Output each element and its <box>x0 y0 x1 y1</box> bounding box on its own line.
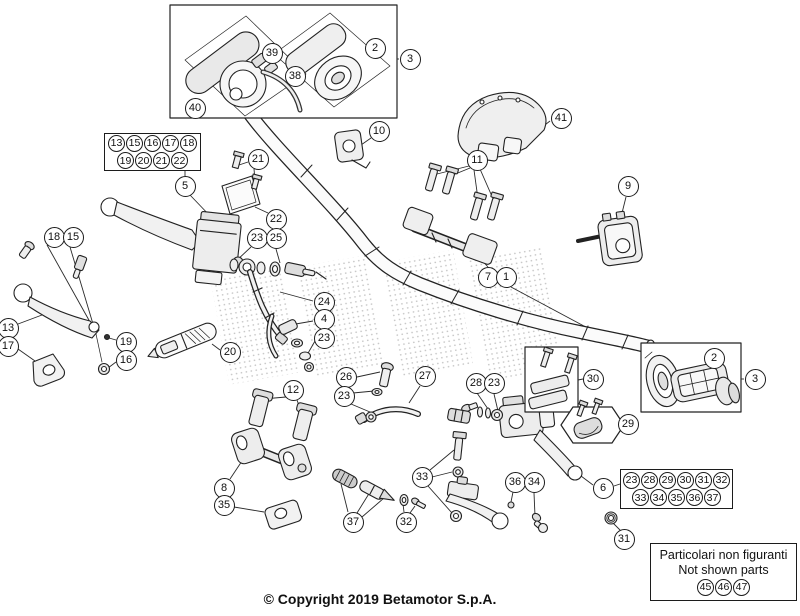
lever-perch-drawing <box>445 476 549 534</box>
number-plate-drawing <box>457 91 547 162</box>
legend-part-30: 30 <box>677 471 694 489</box>
callout-36: 36 <box>504 471 526 493</box>
parts-drawings <box>13 4 742 534</box>
switch-drawing <box>576 210 643 267</box>
throttle-cable-drawing <box>260 69 303 113</box>
callout-30: 30 <box>582 368 604 390</box>
callout-35: 35 <box>213 494 235 516</box>
throttle-housing-drawing <box>219 52 278 108</box>
legend-part-29: 29 <box>659 471 676 489</box>
callout-41: 41 <box>550 107 572 129</box>
callout-2: 2 <box>364 37 386 59</box>
callout-16: 16 <box>115 349 137 371</box>
legend-part-32: 32 <box>713 471 730 489</box>
riser-clamp-drawing <box>231 388 318 481</box>
callout-23: 23 <box>333 385 355 407</box>
legend-part-46: 46 <box>715 578 732 596</box>
callout-11: 11 <box>466 149 488 171</box>
callout-22: 22 <box>265 208 287 230</box>
not-shown-parts-box: Particolari non figuranti Not shown part… <box>650 543 797 601</box>
legend-part-37: 37 <box>704 489 721 507</box>
callout-34: 34 <box>523 471 545 493</box>
clutch-hose-drawing <box>354 362 471 425</box>
bolts-drawing <box>424 162 504 221</box>
callout-2: 2 <box>703 347 725 369</box>
legend-part-13: 13 <box>108 134 125 152</box>
callout-20: 20 <box>219 341 241 363</box>
legend-part-21: 21 <box>153 152 170 170</box>
callout-26: 26 <box>335 366 357 388</box>
brake-master-cylinder-drawing <box>100 197 244 286</box>
callout-15: 15 <box>62 226 84 248</box>
callout-19: 19 <box>115 331 137 353</box>
grease-tube-drawing <box>147 322 217 359</box>
callout-12: 12 <box>282 379 304 401</box>
bolt-set-drawing <box>449 430 467 523</box>
spring-set-drawing <box>332 468 427 509</box>
grip-assembly-box <box>640 342 742 413</box>
callout-18: 18 <box>43 226 65 248</box>
callout-1: 1 <box>495 266 517 288</box>
legend-part-35: 35 <box>668 489 685 507</box>
callout-23: 23 <box>483 372 505 394</box>
callout-17: 17 <box>0 335 19 357</box>
callout-31: 31 <box>613 528 635 550</box>
legend-part-20: 20 <box>135 152 152 170</box>
legend-part-28: 28 <box>641 471 658 489</box>
callout-23: 23 <box>246 227 268 249</box>
callout-21: 21 <box>247 148 269 170</box>
throttle-assembly-box <box>169 4 398 119</box>
callout-10: 10 <box>368 120 390 142</box>
legend-part-23: 23 <box>623 471 640 489</box>
callout-33: 33 <box>411 466 433 488</box>
callout-3: 3 <box>744 368 766 390</box>
legend-part-22: 22 <box>171 152 188 170</box>
legend-part-31: 31 <box>695 471 712 489</box>
bracket-plate-drawing <box>221 150 263 215</box>
lever-hardware-drawing <box>266 313 315 373</box>
nut-drawing <box>604 511 618 525</box>
legend-part-16: 16 <box>144 134 161 152</box>
legend-part-45: 45 <box>697 578 714 596</box>
callout-27: 27 <box>414 365 436 387</box>
callout-39: 39 <box>261 42 283 64</box>
not-shown-title-italian: Particolari non figuranti <box>659 548 788 562</box>
bar-mount-drawing <box>402 206 498 265</box>
legend-part-18: 18 <box>180 134 197 152</box>
copyright-text: © Copyright 2019 Betamotor S.p.A. <box>263 591 497 607</box>
legend-part-47: 47 <box>733 578 750 596</box>
legend-part-15: 15 <box>126 134 143 152</box>
clamp-kit-hexagon <box>560 397 625 444</box>
callout-38: 38 <box>284 65 306 87</box>
clutch-lever-drawing <box>13 241 111 376</box>
callout-25: 25 <box>265 227 287 249</box>
not-shown-title-english: Not shown parts <box>678 563 769 577</box>
callout-37: 37 <box>342 511 364 533</box>
legend-part-33: 33 <box>632 489 649 507</box>
callout-40: 40 <box>184 97 206 119</box>
brake-hose-drawing <box>247 269 288 345</box>
callout-6: 6 <box>592 477 614 499</box>
pad-drawing <box>264 499 303 530</box>
bar-pad-kit-box <box>524 346 579 413</box>
legend-part-17: 17 <box>162 134 179 152</box>
callout-4: 4 <box>313 308 335 330</box>
lever-cover-drawing <box>32 353 66 387</box>
callout-23: 23 <box>313 327 335 349</box>
clamp-drawing <box>334 129 371 169</box>
callout-32: 32 <box>395 511 417 533</box>
legend-part-34: 34 <box>650 489 667 507</box>
callout-9: 9 <box>617 175 639 197</box>
callout-5: 5 <box>174 175 196 197</box>
callout-3: 3 <box>399 48 421 70</box>
callout-29: 29 <box>617 413 639 435</box>
legend-part-19: 19 <box>117 152 134 170</box>
legend-part-36: 36 <box>686 489 703 507</box>
